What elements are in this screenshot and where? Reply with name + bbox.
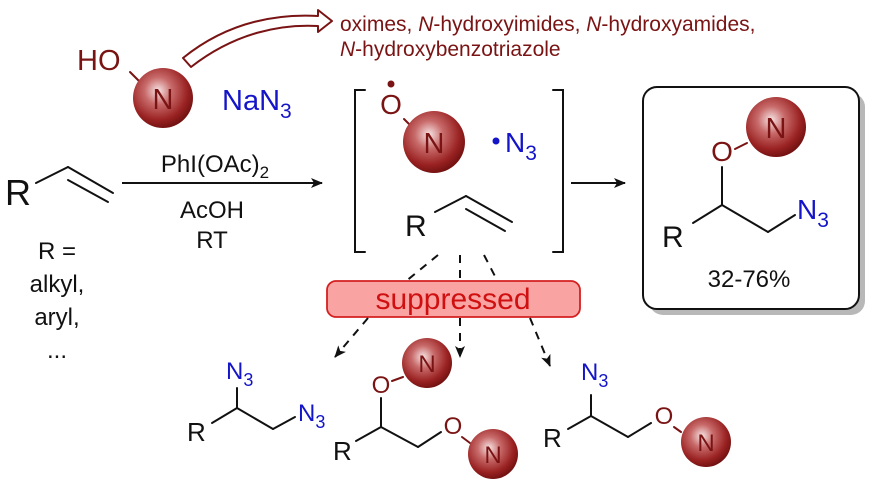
substrate-r-label: R bbox=[5, 172, 31, 213]
bond bbox=[236, 407, 274, 430]
double-bond bbox=[465, 208, 506, 232]
sphere-n-label: N bbox=[766, 113, 787, 145]
badge-text: suppressed bbox=[375, 283, 530, 316]
r-label: R bbox=[333, 436, 352, 466]
r-label: R bbox=[187, 417, 206, 447]
r-def-line: ... bbox=[47, 337, 67, 364]
box-frame bbox=[642, 86, 860, 310]
bond bbox=[465, 195, 513, 223]
scope-note-fragment: -hydroxybenzotriazole bbox=[355, 38, 560, 61]
sphere-n-label: N bbox=[697, 430, 714, 457]
azide-label: N3 bbox=[581, 359, 608, 391]
n-sphere-icon bbox=[746, 97, 806, 157]
radical-dot-icon bbox=[387, 80, 395, 88]
o-n-bond bbox=[461, 436, 471, 444]
yield-label: 32-76% bbox=[708, 266, 791, 293]
radical-o-label: O bbox=[380, 89, 402, 120]
bond bbox=[355, 426, 382, 442]
scope-note-fragment: -hydroxyimides, bbox=[433, 13, 586, 36]
o-n-bond bbox=[673, 426, 682, 433]
double-bond bbox=[67, 179, 109, 203]
scope-note-fragment: oximes, bbox=[340, 13, 418, 36]
r-def-line: alkyl, bbox=[30, 271, 85, 298]
bond bbox=[627, 422, 652, 438]
bond bbox=[211, 407, 238, 424]
temperature-label: RT bbox=[196, 227, 228, 254]
azide-label: N3 bbox=[226, 358, 253, 390]
r-definition: R = alkyl, aryl, ... bbox=[30, 238, 85, 364]
n-sphere-icon bbox=[133, 68, 193, 128]
hydroxylamine-reagent: HO N bbox=[77, 45, 193, 128]
reagent-above-arrow: PhI(OAc)2 bbox=[161, 151, 269, 182]
bond bbox=[272, 416, 296, 430]
product-o-label: O bbox=[711, 136, 733, 167]
side-product-dioxygenation: N O R O N bbox=[333, 338, 518, 479]
badge-background bbox=[326, 280, 581, 318]
o-label: O bbox=[655, 403, 674, 430]
scope-hollow-arrow-icon bbox=[182, 9, 333, 68]
product-box: O N R N3 32-76% bbox=[642, 86, 860, 310]
right-bracket bbox=[552, 89, 564, 253]
scope-note-line2: N-hydroxybenzotriazole bbox=[340, 38, 561, 61]
sphere-n-label: N bbox=[484, 442, 501, 469]
scope-note-fragment: -hydroxyamides, bbox=[601, 13, 755, 36]
bond bbox=[721, 204, 769, 233]
alkene-substrate: R bbox=[5, 166, 114, 213]
sodium-azide-label: NaN3 bbox=[222, 85, 292, 123]
sphere-n-label: N bbox=[418, 351, 435, 378]
left-bracket bbox=[354, 89, 366, 253]
scope-note-fragment: N bbox=[340, 38, 356, 61]
bond bbox=[590, 415, 629, 438]
dashed-line bbox=[404, 254, 439, 283]
sphere-n-label: N bbox=[153, 84, 174, 116]
bond bbox=[417, 431, 442, 448]
intermediate-bracket: O N N3 R bbox=[354, 80, 564, 253]
bond bbox=[434, 195, 467, 213]
product-azide-label: N3 bbox=[797, 194, 829, 232]
scope-note-fragment: N bbox=[418, 13, 434, 36]
side-arrow-icon bbox=[334, 317, 369, 358]
ho-label: HO bbox=[77, 45, 121, 77]
n-sphere-icon bbox=[402, 338, 452, 388]
scope-note-fragment: N bbox=[586, 13, 602, 36]
bond bbox=[67, 166, 114, 194]
side-product-reverse-regio: N3 R O N bbox=[543, 359, 731, 467]
azide-radical-label: N3 bbox=[505, 127, 537, 165]
dashed-line bbox=[483, 254, 499, 283]
azide-radical-dot-icon bbox=[492, 137, 500, 145]
solvent-label: AcOH bbox=[180, 197, 244, 224]
n-sphere-icon bbox=[468, 429, 518, 479]
r-label: R bbox=[543, 423, 562, 453]
o-n-bond bbox=[734, 142, 748, 150]
o-label: O bbox=[444, 413, 463, 440]
r-def-line: R = bbox=[38, 238, 76, 265]
product-r-label: R bbox=[662, 221, 684, 254]
scope-note-line1: oximes, N-hydroxyimides, N-hydroxyamides… bbox=[340, 13, 755, 36]
bond bbox=[35, 166, 69, 184]
o-label: O bbox=[372, 372, 391, 399]
n-sphere-icon bbox=[681, 417, 731, 467]
side-product-diazide: N3 R N3 bbox=[187, 358, 325, 447]
n-sphere-icon bbox=[403, 111, 465, 173]
bond bbox=[767, 214, 796, 233]
bond bbox=[567, 415, 592, 430]
suppressed-badge: suppressed bbox=[326, 280, 581, 318]
o-n-bond bbox=[391, 376, 404, 382]
azide-label: N3 bbox=[298, 400, 325, 432]
side-arrow-icon bbox=[529, 317, 551, 367]
sphere-n-label: N bbox=[424, 128, 445, 160]
bond bbox=[380, 426, 419, 448]
bond bbox=[692, 204, 723, 224]
intermediate-r-label: R bbox=[405, 210, 427, 243]
r-def-line: aryl, bbox=[34, 304, 79, 331]
